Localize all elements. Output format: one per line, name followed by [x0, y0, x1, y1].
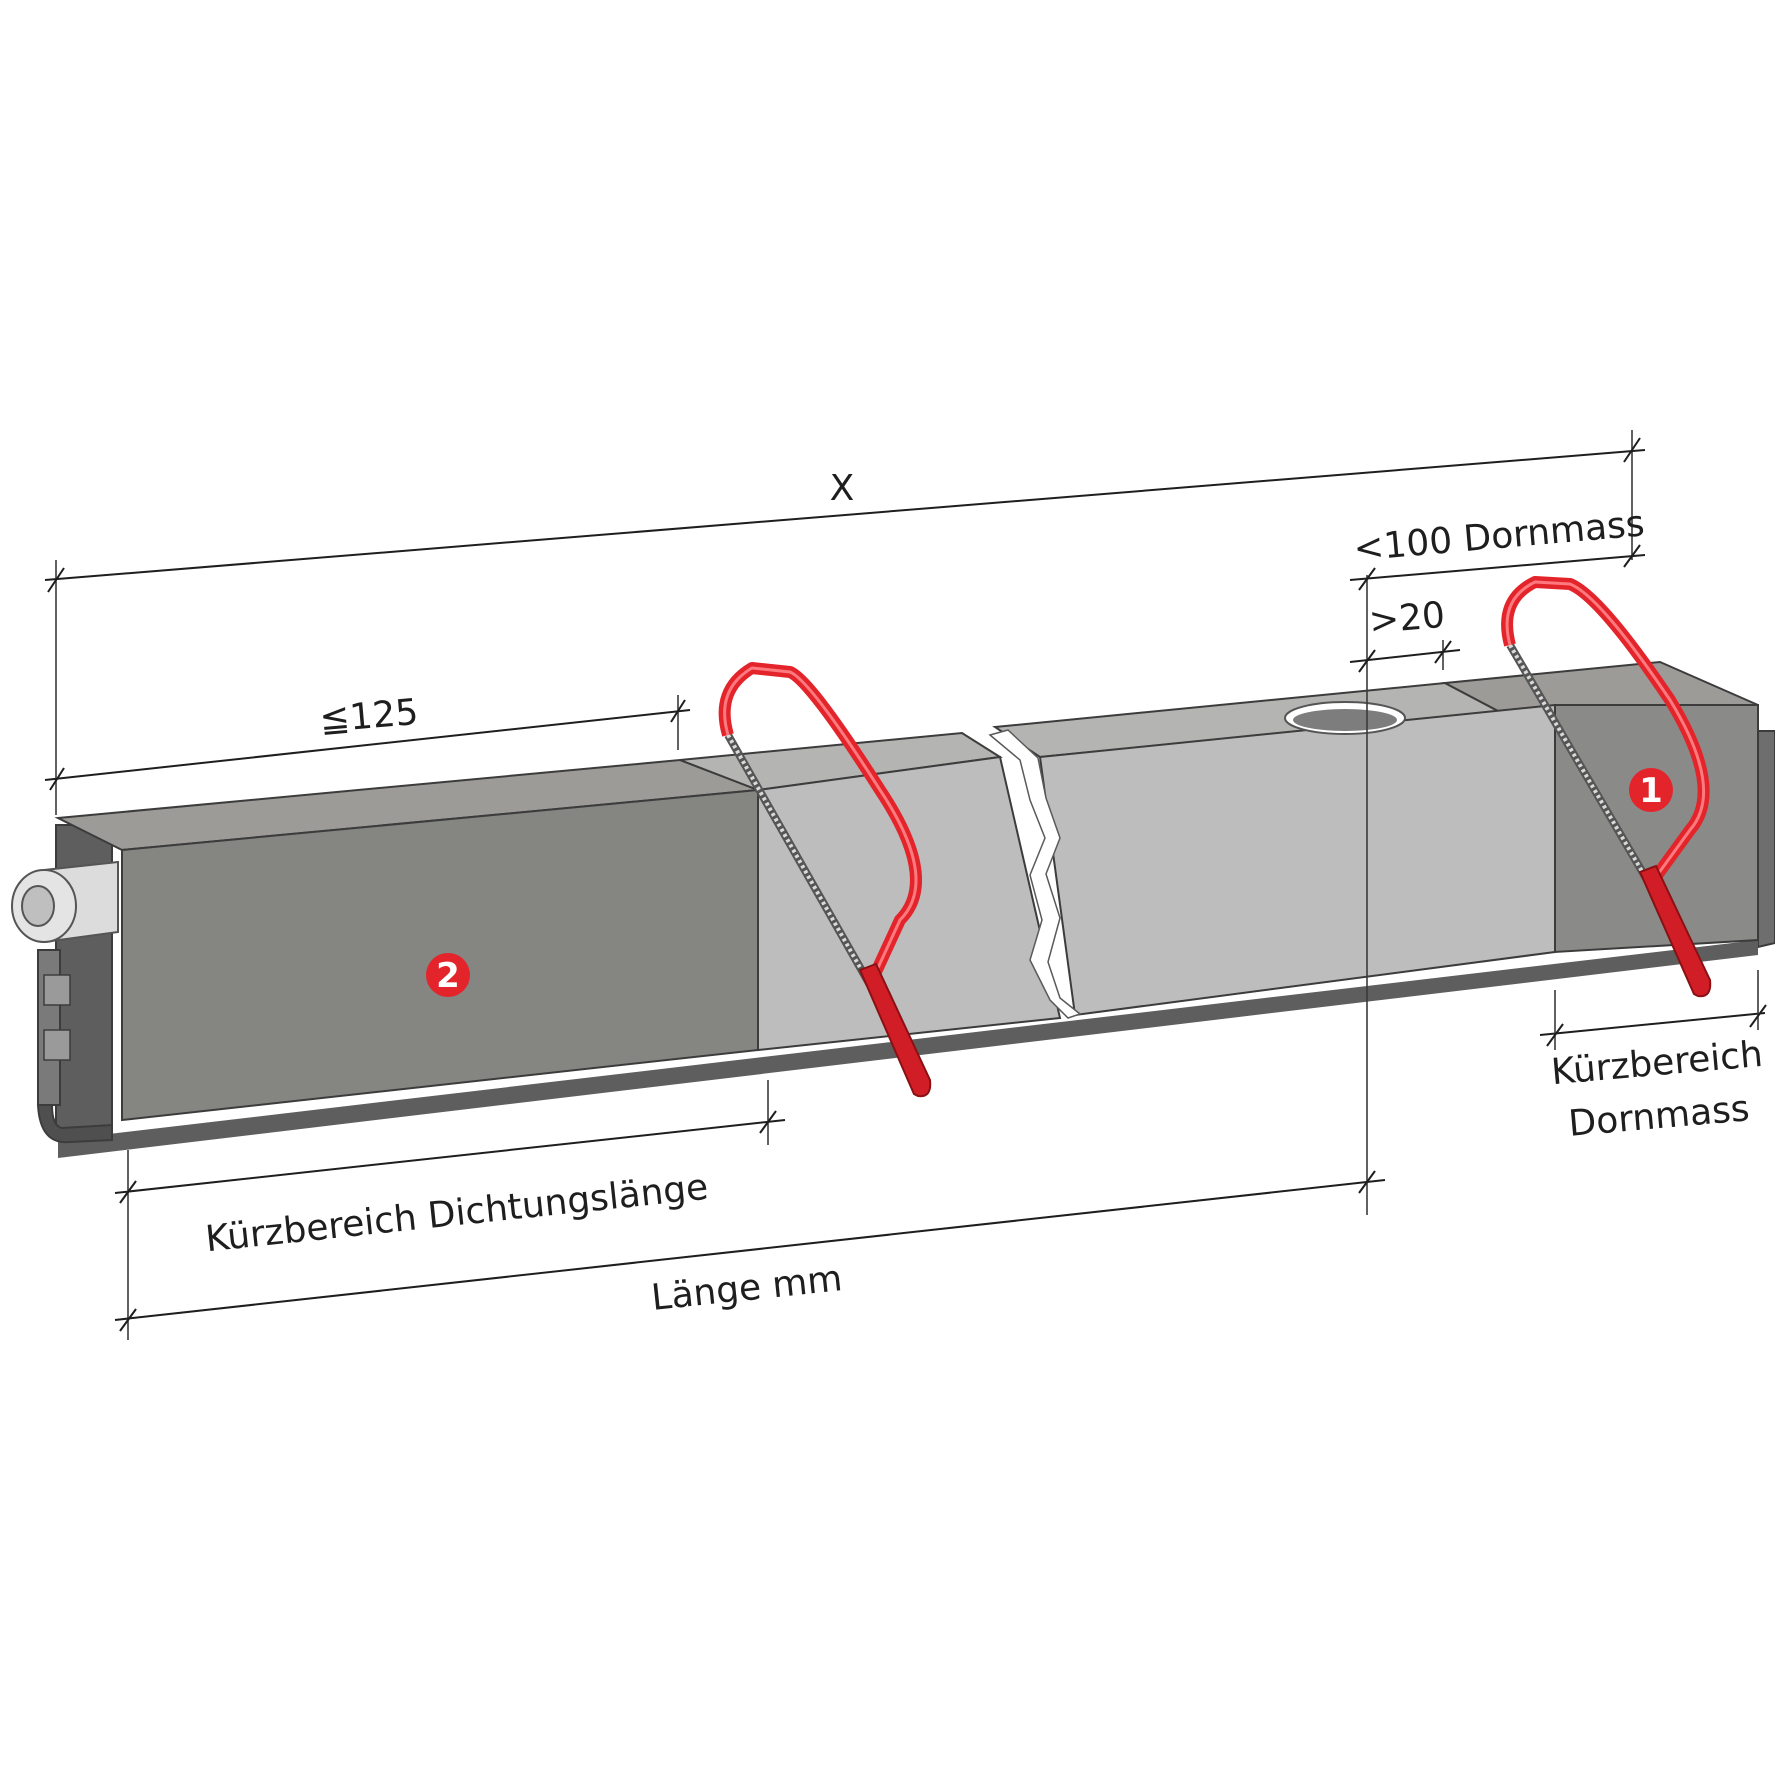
hacksaw-icon: [718, 662, 932, 1098]
operating-pin: [11, 860, 119, 944]
label-dornmass: <100 Dornmass: [1352, 503, 1646, 569]
label-cut-zone-dornmass-line1: Kürzbereich: [1550, 1034, 1765, 1093]
label-cut-zone-seal: Kürzbereich Dichtungslänge: [203, 1167, 710, 1261]
label-max-cut-seal: ≦125: [318, 692, 420, 741]
break-mark: [988, 729, 1082, 1019]
label-cut-zone-dornmass-line2: Dornmass: [1567, 1088, 1751, 1145]
dimension-x-line: [44, 449, 1646, 581]
badge-cut-seal: 2: [426, 953, 470, 997]
dimension-125-line: [44, 709, 691, 781]
spindle-slot: [1284, 701, 1406, 735]
door-seal-profile: [11, 660, 1775, 1158]
profile-front-right-end: [1554, 704, 1759, 954]
dimension-seal-cut-line: [114, 1119, 786, 1194]
badge-cut-dornmass: 1: [1629, 768, 1673, 812]
dimension-length-line: [114, 1179, 1386, 1321]
dimension-dornmass-cut-line: [1539, 1012, 1766, 1036]
profile-front-mid-right: [1038, 703, 1556, 1017]
hacksaw-icon: [1501, 576, 1712, 998]
label-min-distance: >20: [1367, 595, 1446, 642]
label-total-length: X: [830, 468, 855, 509]
housing-right-lip: [1757, 730, 1775, 949]
svg-text:1: 1: [1639, 771, 1663, 811]
label-length: Länge mm: [649, 1258, 844, 1319]
dimension-dornmass-line: [1349, 554, 1646, 581]
dimension-lines: [44, 430, 1767, 1340]
svg-text:2: 2: [436, 956, 460, 996]
